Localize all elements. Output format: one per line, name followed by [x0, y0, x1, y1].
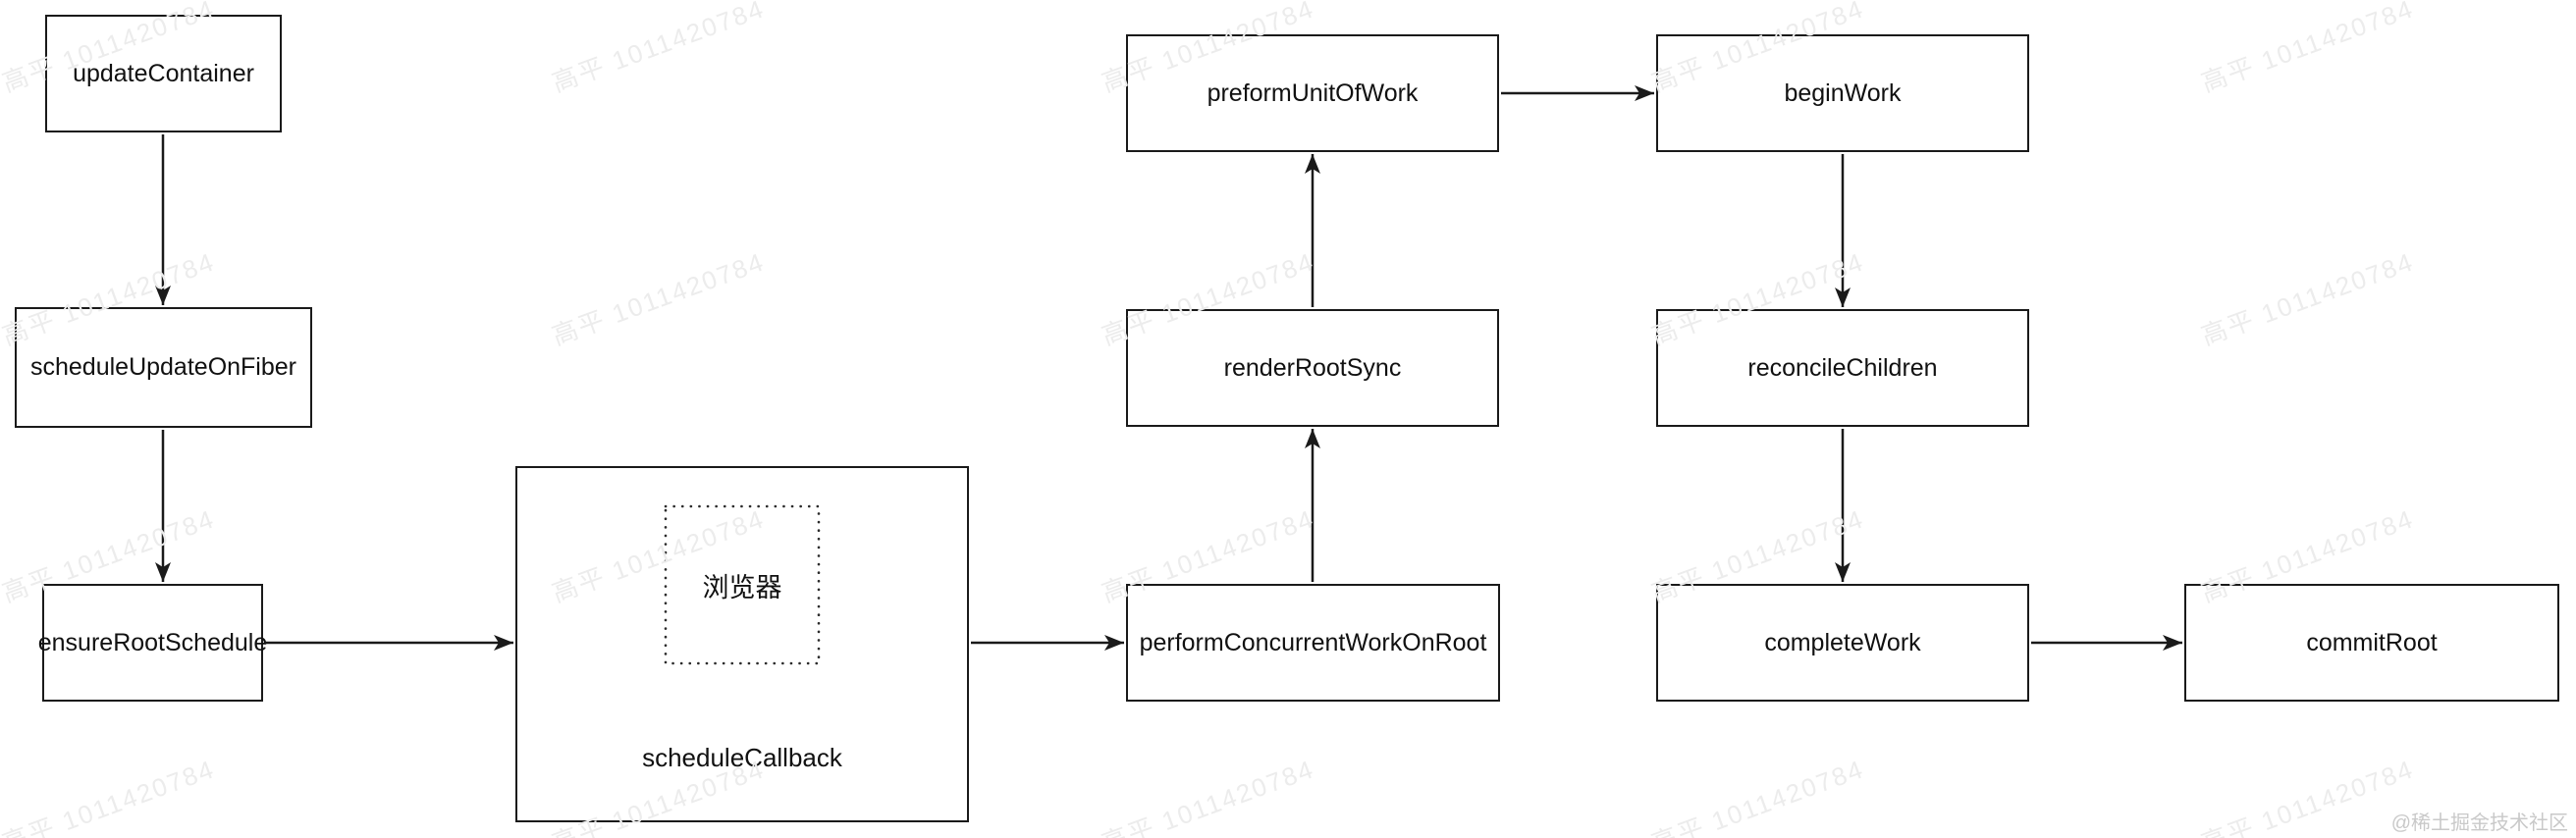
node-perform-concurrent-work-on-root: performConcurrentWorkOnRoot	[1126, 584, 1500, 702]
node-complete-work: completeWork	[1656, 584, 2029, 702]
watermark-text: 高平 1011420784	[548, 0, 769, 98]
watermark-text: 高平 1011420784	[0, 754, 219, 838]
watermark-text: 高平 1011420784	[1647, 754, 1868, 838]
watermark-text: 高平 1011420784	[2197, 754, 2418, 838]
node-begin-work: beginWork	[1656, 34, 2029, 152]
credit-watermark: @稀土掘金技术社区	[2390, 812, 2568, 834]
watermark-text: 高平 1011420784	[548, 246, 769, 351]
node-schedule-update-on-fiber: scheduleUpdateOnFiber	[15, 307, 312, 428]
node-reconcile-children: reconcileChildren	[1656, 309, 2029, 427]
schedule-callback-label: scheduleCallback	[642, 743, 842, 772]
node-commit-root: commitRoot	[2184, 584, 2559, 702]
watermark-text: 高平 1011420784	[1098, 754, 1318, 838]
node-ensure-root-schedule: ensureRootSchedule	[38, 584, 267, 702]
node-preform-unit-of-work: preformUnitOfWork	[1126, 34, 1499, 152]
node-update-container: updateContainer	[45, 15, 282, 132]
watermark-text: 高平 1011420784	[2197, 246, 2418, 351]
node-browser: 浏览器	[702, 572, 782, 602]
watermark-text: 高平 1011420784	[2197, 0, 2418, 98]
node-render-root-sync: renderRootSync	[1126, 309, 1499, 427]
